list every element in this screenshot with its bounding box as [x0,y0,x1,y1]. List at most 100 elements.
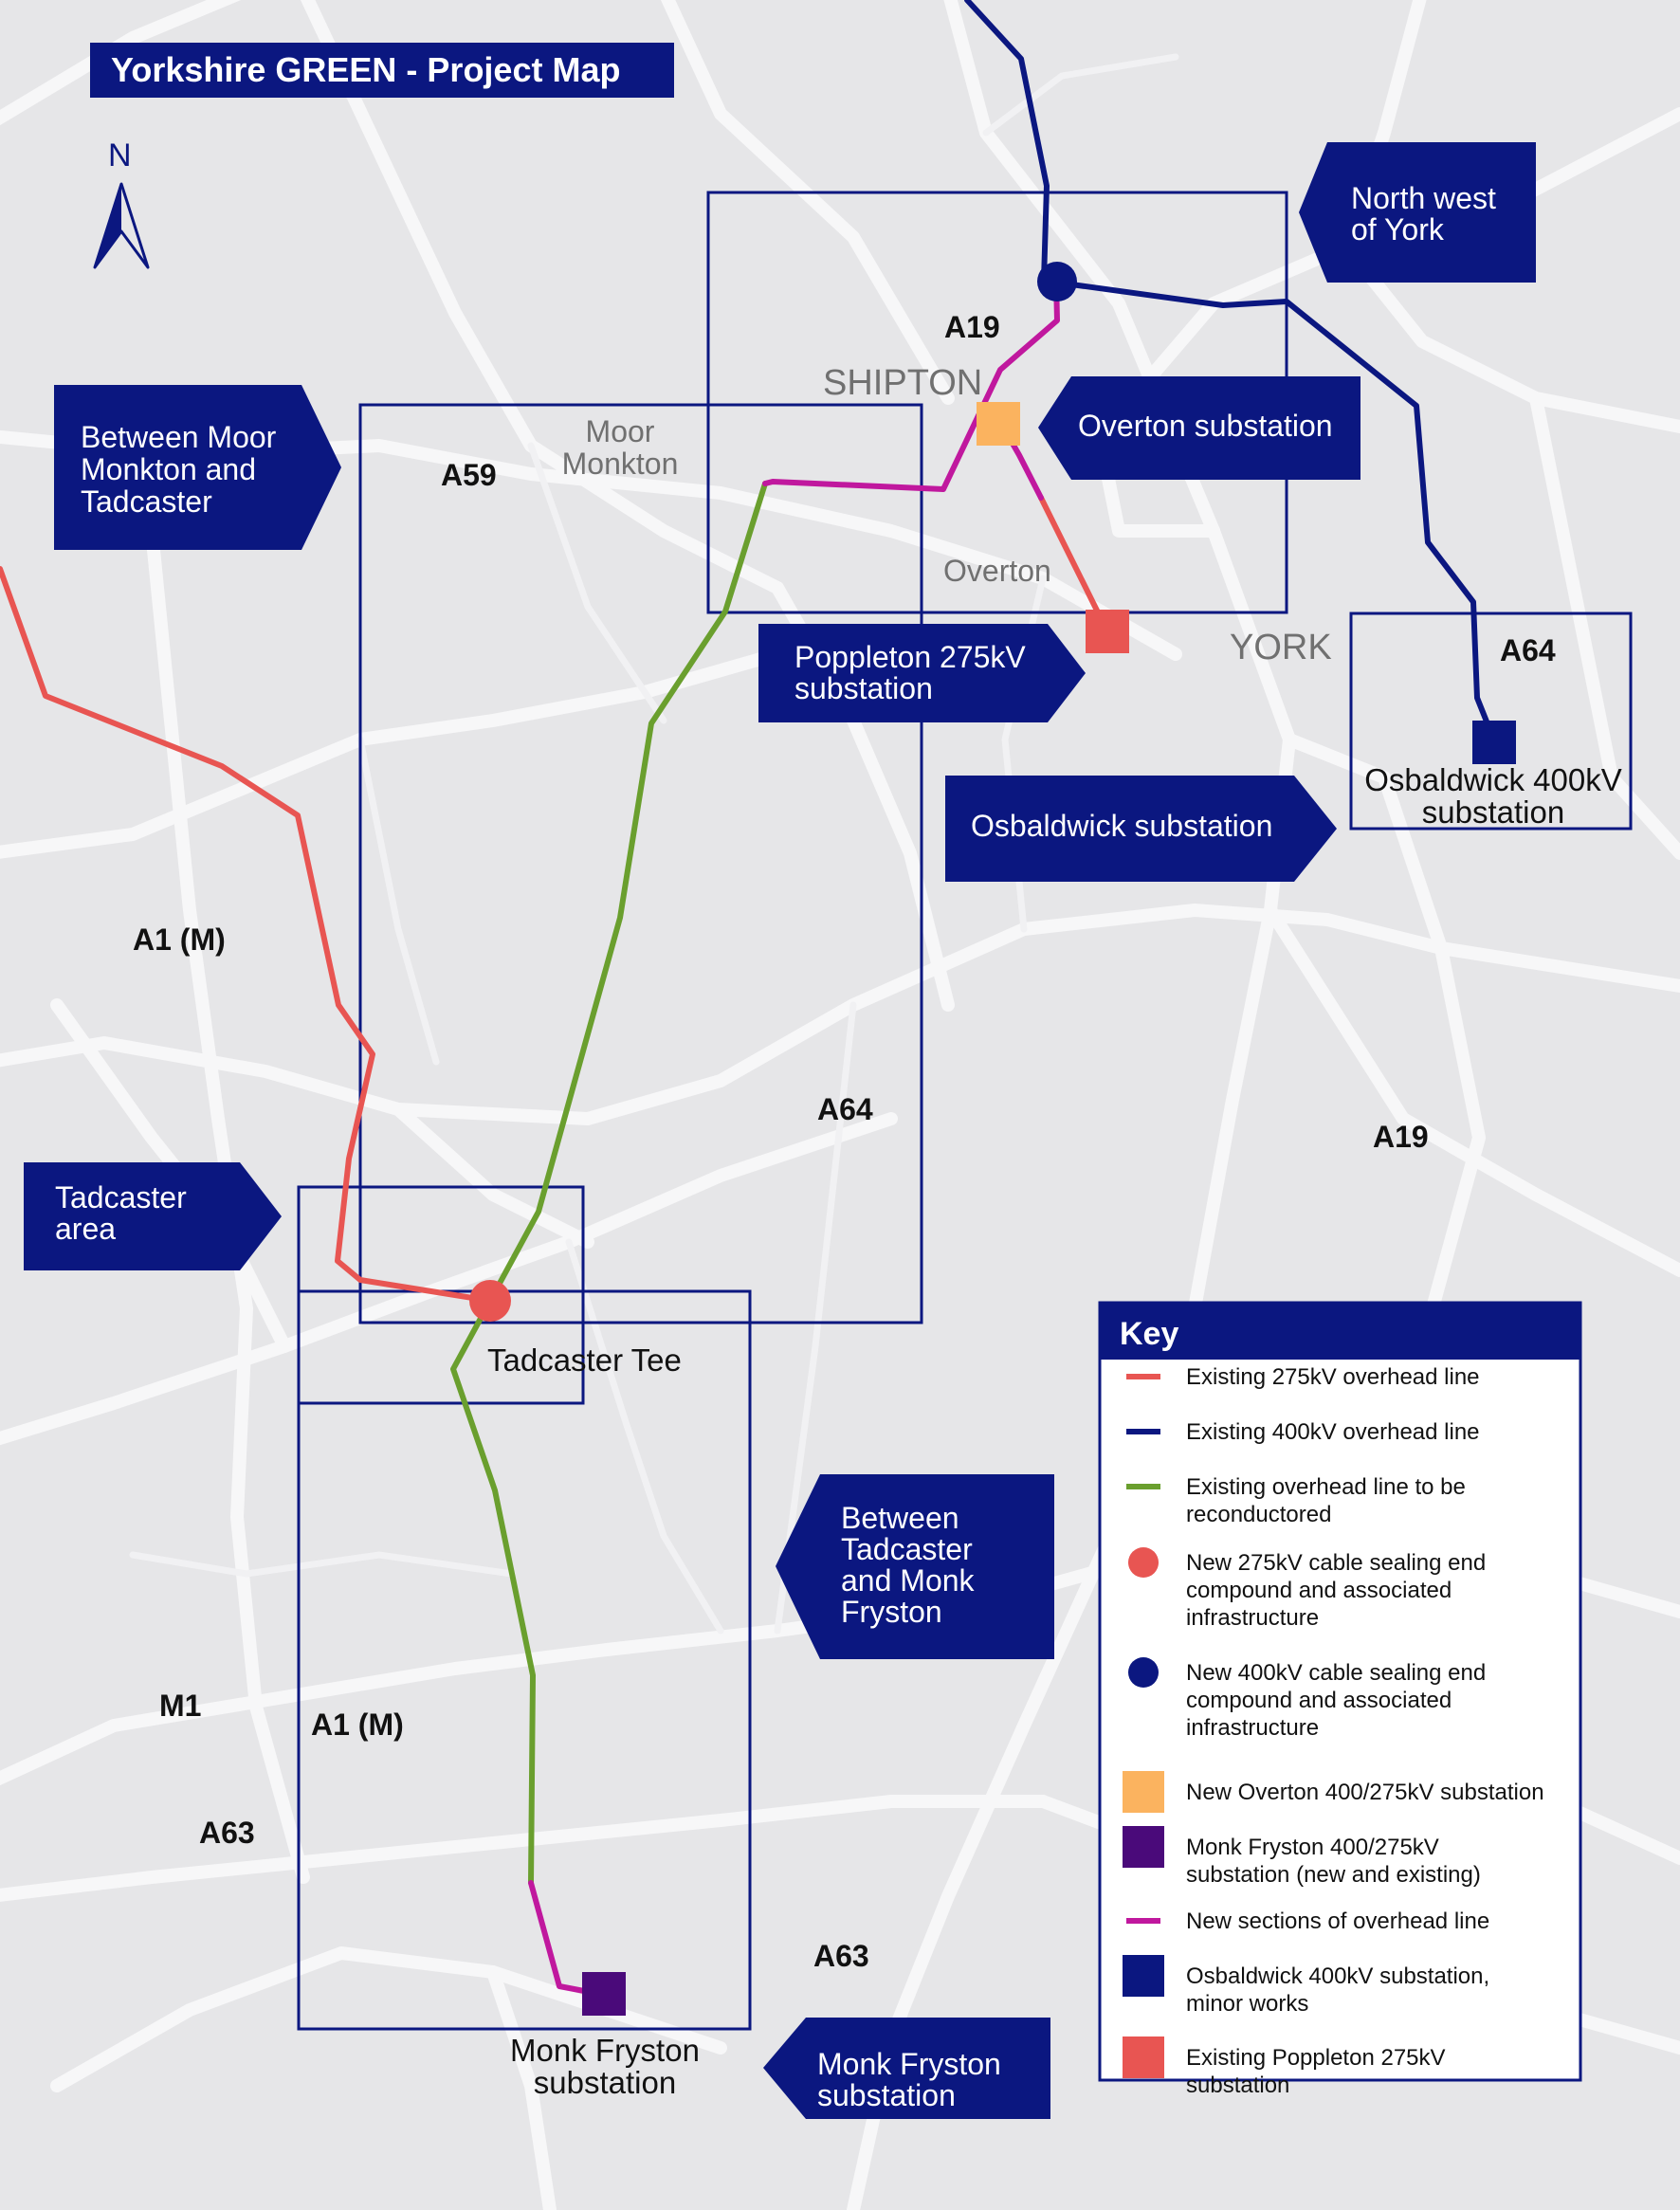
key-item-label-line: substation [1186,2073,1289,2098]
key-item-label-line: compound and associated [1186,1688,1452,1713]
key-item-label-line: substation (new and existing) [1186,1862,1481,1888]
key-item-label-line: minor works [1186,1991,1308,2017]
place-label-tadcaster-tee: Tadcaster Tee [487,1342,682,1378]
key-item-label: Osbaldwick 400kV substation,minor works [1186,1963,1489,2017]
key-item-label-line: reconductored [1186,1502,1331,1527]
road [356,736,440,1066]
reconductor-line [450,481,768,1886]
callout-label-line: Monk Fryston [817,2047,1001,2081]
callout-shape [24,1162,282,1270]
callout-shape [1299,142,1536,283]
callout-label-line: Osbaldwick substation [971,809,1272,843]
callout-shape [758,624,1086,722]
road [0,904,1680,1125]
key-square-swatch [1123,1955,1164,1997]
place-label-line: Osbaldwick 400kV [1364,762,1621,797]
key-square-swatch [1123,2036,1164,2078]
callout-shape [763,2018,1050,2119]
callout-label-line: and Monk [841,1563,976,1598]
road [50,1946,727,2092]
callout-label-line: North west [1351,181,1496,215]
key-square-swatch [1123,1826,1164,1868]
existing-275kv-line-york [1038,495,1107,629]
area-boxes [297,191,1633,2031]
callout-label-line: Between [841,1501,959,1535]
road-label-a19: A19 [944,310,1000,344]
callout-osbaldwick[interactable]: Osbaldwick substation [945,776,1337,882]
key-item-label: Existing 400kV overhead line [1186,1419,1480,1445]
key-item-label-line: infrastructure [1186,1605,1319,1631]
callout-label: Osbaldwick substation [971,809,1272,843]
callout-label-line: Tadcaster [841,1532,973,1566]
callout-label-line: Tadcaster [81,484,212,519]
road [392,1103,594,1249]
callout-label: Overton substation [1078,409,1333,443]
osbaldwick-box [1349,612,1633,831]
key-header [1100,1303,1580,1360]
title-banner [90,43,674,98]
north-arrow-fill [95,184,121,267]
callout-label-line: Overton substation [1078,409,1333,443]
key-square-swatch [1123,1771,1164,1813]
key-item-label-line: Existing 275kV overhead line [1186,1364,1480,1390]
callout-overton-substation[interactable]: Overton substation [1038,376,1360,480]
road [660,0,955,405]
key-item-label-line: Osbaldwick 400kV substation, [1186,1963,1489,1989]
road-label-a1m: A1 (M) [133,922,226,957]
callout-shape [54,385,341,550]
road [129,1551,516,1578]
place-label-overton: Overton [943,554,1051,588]
key-item-label: New Overton 400/275kV substation [1186,1780,1544,1805]
road [300,0,784,594]
callout-label-line: Monkton and [81,452,256,486]
callout-label-line: area [55,1212,116,1246]
road [774,1001,857,1635]
poppleton-substation-marker [1086,610,1129,653]
existing-400kv-line [964,0,1491,729]
road [1264,904,1680,1277]
callout-label-line: substation [794,671,933,705]
key-item-label: New sections of overhead line [1186,1909,1489,1934]
road-label-a19: A19 [1373,1120,1429,1154]
place-label-line: Moor [586,414,655,448]
callout-label-line: Poppleton 275kV [794,640,1026,674]
key-item-label-line: New Overton 400/275kV substation [1186,1780,1544,1805]
existing-275kv-line-west [0,566,493,1304]
key-item-label-line: Existing Poppleton 275kV [1186,2045,1446,2071]
key-item: New sections of overhead line [1126,1909,1489,1934]
key-item: New Overton 400/275kV substation [1123,1771,1544,1813]
road-network-minor [129,53,1426,1635]
key-item-label-line: infrastructure [1186,1715,1319,1741]
power-lines [0,0,1491,1998]
road-label-m1: M1 [159,1689,201,1723]
key-circle-swatch [1128,1657,1159,1688]
road [486,1965,557,2210]
road [982,53,1179,137]
callout-label-line: of York [1351,212,1445,247]
place-label-line: Monk Fryston [510,2033,700,2068]
road [941,524,1296,1903]
key-item-label-line: Existing overhead line to be [1186,1474,1466,1500]
place-label-york: YORK [1230,628,1332,667]
